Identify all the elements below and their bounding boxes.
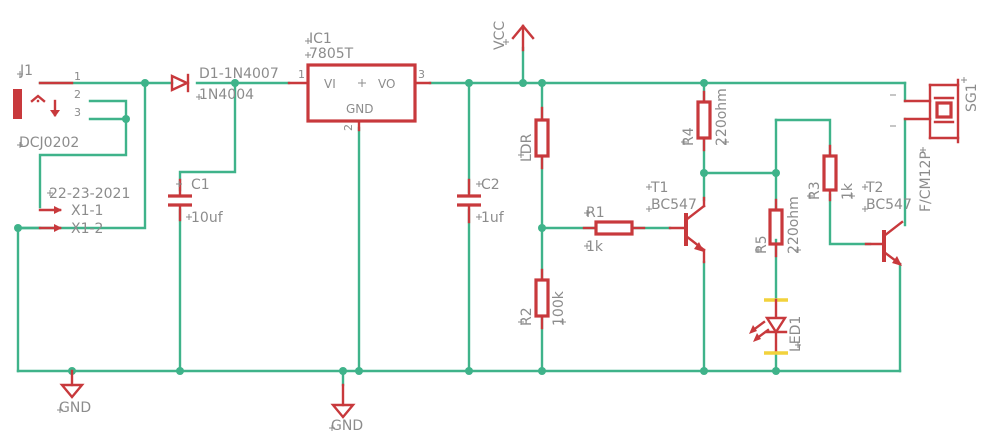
transistor-t2 — [864, 220, 904, 266]
junction-dots — [14, 79, 780, 375]
r4-name-label: R4 — [681, 127, 697, 146]
resistor-r2 — [534, 268, 550, 330]
led1-label: LED1 — [788, 316, 804, 352]
resistor-ldr — [534, 106, 550, 170]
r4-value-label: 220ohm — [714, 88, 730, 146]
origin-markers — [17, 38, 967, 431]
ic1-gnd-label: GND — [346, 102, 374, 116]
ic1-vi-label: VI — [324, 77, 336, 91]
r1-name-label: R1 — [586, 205, 605, 221]
d1-value-label: 1N4004 — [199, 87, 254, 103]
sg1-name-label: SG1 — [964, 83, 980, 112]
connector-x1 — [38, 206, 62, 232]
resistor-r5 — [768, 198, 784, 258]
r5-name-label: R5 — [754, 235, 770, 254]
ic1-pin-2: 2 — [342, 124, 355, 131]
gnd-left-label: GND — [59, 400, 91, 416]
vcc-arrow-icon — [511, 24, 535, 52]
dc-jack-j1 — [13, 81, 74, 119]
t2-value-label: BC547 — [866, 197, 912, 213]
resistor-r1 — [582, 220, 646, 236]
t1-value-label: BC547 — [651, 197, 697, 213]
x1-pin2-label: X1-2 — [71, 221, 103, 237]
ic1-pin-3: 3 — [418, 68, 425, 81]
buzzer-sg1 — [903, 78, 960, 144]
j1-value-label: DCJ0202 — [19, 135, 79, 151]
x1-pin1-label: X1-1 — [71, 203, 103, 219]
t2-name-label: T2 — [865, 180, 883, 196]
diode-d1 — [170, 73, 190, 93]
resistor-r3 — [822, 144, 838, 202]
capacitor-c1 — [168, 178, 192, 222]
c2-name-label: C2 — [481, 177, 500, 193]
ic1-name-label: IC1 — [309, 31, 332, 47]
transistor-t1 — [668, 196, 706, 264]
c1-value-label: 10uf — [191, 210, 224, 226]
r3-value-label: 1k — [840, 182, 856, 200]
c2-value-label: 1uf — [481, 210, 505, 226]
resistor-r4 — [696, 90, 712, 152]
x1-name-label: 22-23-2021 — [49, 186, 130, 202]
r5-value-label: 220ohm — [786, 196, 802, 254]
vcc-label: VCC — [492, 21, 508, 50]
t1-name-label: T1 — [650, 180, 668, 196]
ldr-label: LDR — [519, 133, 535, 162]
j1-pin-2: 2 — [74, 88, 81, 101]
r2-value-label: 100k — [551, 290, 567, 326]
wires — [16, 46, 907, 387]
ic1-vo-label: VO — [378, 77, 395, 91]
r3-name-label: R3 — [807, 181, 823, 200]
r2-name-label: R2 — [519, 307, 535, 326]
r1-value-label: 1k — [586, 239, 604, 255]
j1-name-label: J1 — [19, 63, 33, 79]
j1-pin-1: 1 — [74, 70, 81, 83]
sg1-value-label: F/CM12P — [918, 151, 934, 212]
ic1-value-label: 7805T — [309, 46, 354, 62]
ground-icon — [330, 383, 356, 419]
c1-name-label: C1 — [191, 177, 210, 193]
capacitor-c2 — [457, 178, 481, 224]
d1-name-label: D1-1N4007 — [199, 66, 279, 82]
ground-icon — [59, 369, 85, 399]
ic1-pin-1: 1 — [298, 68, 305, 81]
component-labels: J1 DCJ0202 1 2 3 22-23-2021 X1-1 X1-2 D1… — [19, 21, 980, 434]
led-led1 — [749, 298, 788, 355]
j1-pin-3: 3 — [74, 106, 81, 119]
gnd-mid-label: GND — [331, 418, 363, 434]
regulator-ic1 — [287, 63, 432, 132]
